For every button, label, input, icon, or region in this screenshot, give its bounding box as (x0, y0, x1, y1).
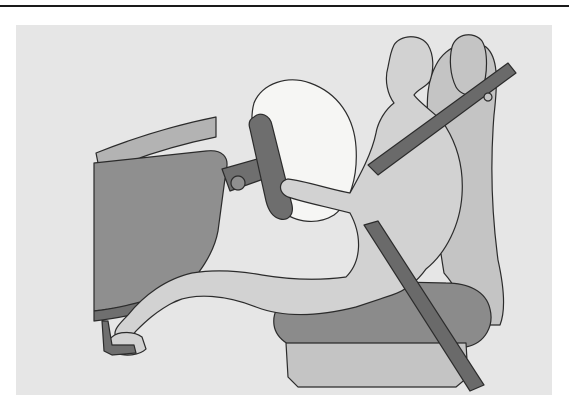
belt-anchor (484, 93, 492, 101)
top-rule (0, 5, 569, 7)
seat-base (286, 343, 468, 387)
column-hub (231, 176, 245, 190)
illustration (16, 25, 552, 395)
airbag-figure (16, 25, 552, 395)
